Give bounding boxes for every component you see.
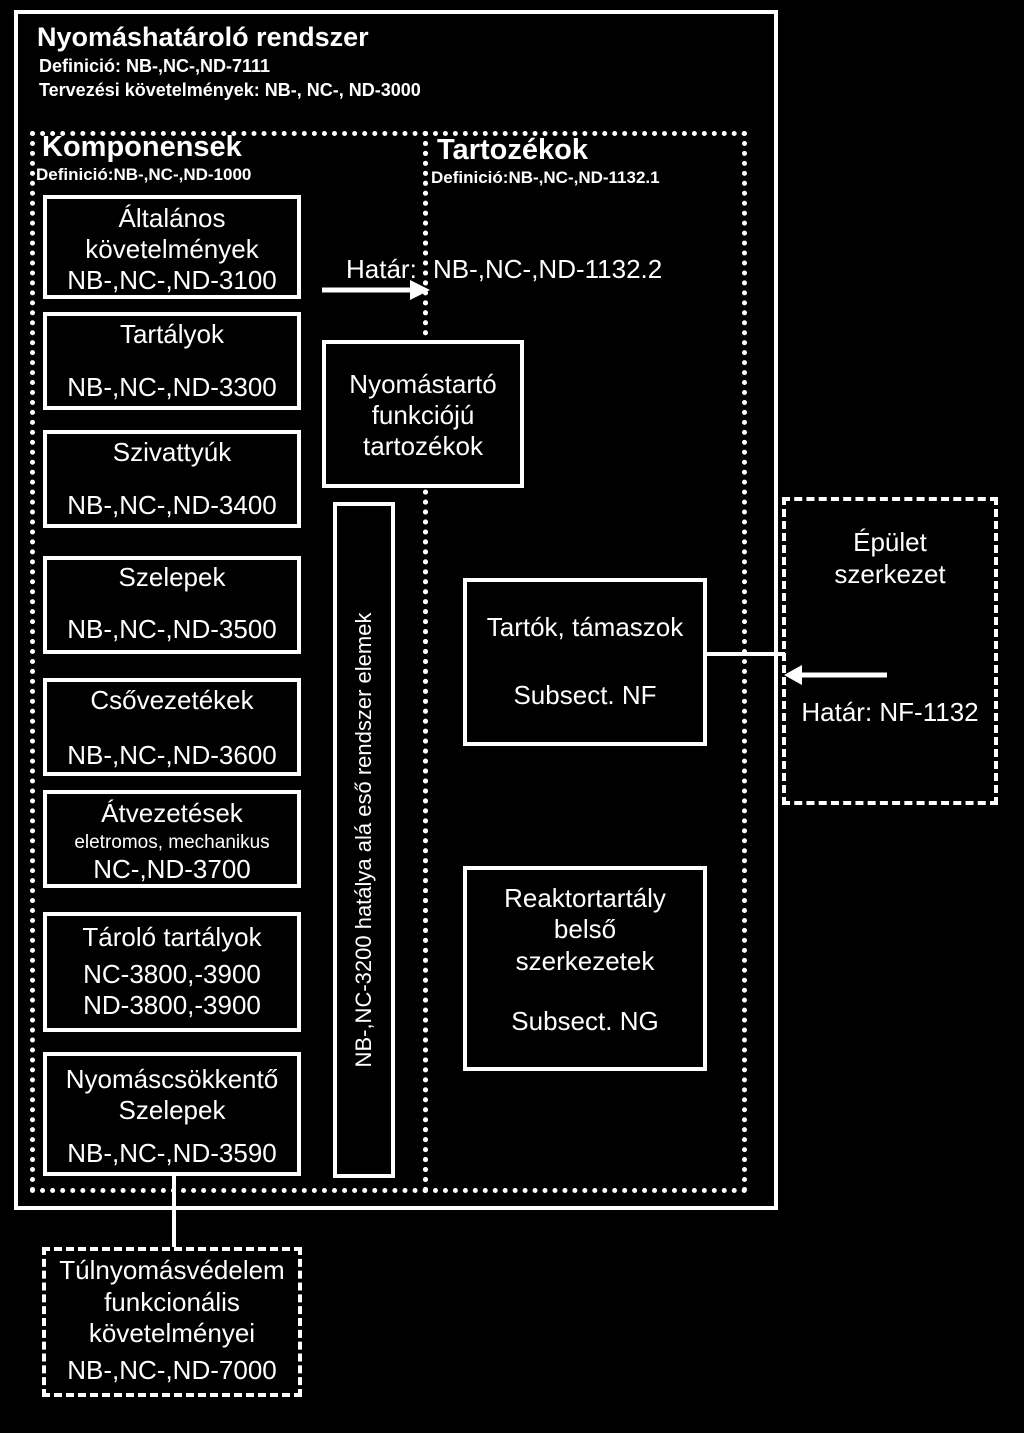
valves-code: NB-,NC-,ND-3500 xyxy=(67,614,277,644)
storage-tanks-code-nc: NC-3800,-3900 xyxy=(83,959,261,989)
supports-subsection: Subsect. NF xyxy=(513,680,657,710)
penetrations-box: Átvezetések eletromos, mechanikus NC-,ND… xyxy=(43,790,301,888)
storage-tanks-box: Tároló tartályok NC-3800,-3900 ND-3800,-… xyxy=(43,912,301,1032)
relief-valves-label1: Nyomáscsökkentő xyxy=(65,1064,279,1094)
building-boundary-label: Határ: NF-1132 xyxy=(801,697,979,727)
overpressure-line2: funkcionális xyxy=(104,1287,240,1317)
general-requirements-code: NB-,NC-,ND-3100 xyxy=(67,265,277,295)
pumps-code: NB-,NC-,ND-3400 xyxy=(67,490,277,520)
accessories-definition: Definició:NB-,NC-,ND-1132.1 xyxy=(431,168,660,187)
building-structure-box xyxy=(782,497,998,805)
vessels-code: NB-,NC-,ND-3300 xyxy=(67,372,277,402)
vessels-label: Tartályok xyxy=(119,319,225,349)
general-requirements-line1: Általános xyxy=(118,203,226,233)
valves-label: Szelepek xyxy=(118,562,226,592)
vertical-scope-box xyxy=(333,502,395,1178)
overpressure-protection-box xyxy=(42,1247,302,1397)
reactor-internals-subsection: Subsect. NG xyxy=(511,1006,659,1036)
piping-label: Csővezetékek xyxy=(90,685,254,715)
reactor-internals-box: Reaktortartály belső szerkezetek Subsect… xyxy=(463,866,707,1071)
accessories-title: Tartozékok xyxy=(437,134,588,166)
storage-tanks-code-nd: ND-3800,-3900 xyxy=(83,990,261,1020)
general-requirements-box: Általános követelmények NB-,NC-,ND-3100 xyxy=(43,195,301,299)
reactor-internals-line3: szerkezetek xyxy=(515,946,655,976)
overpressure-line3: követelményei xyxy=(88,1318,256,1348)
penetrations-label: Átvezetések xyxy=(101,798,243,828)
relief-valves-label2: Szelepek xyxy=(118,1095,226,1125)
supports-label: Tartók, támaszok xyxy=(486,612,684,642)
reactor-internals-line1: Reaktortartály xyxy=(504,883,666,913)
pressure-accessories-line1: Nyomástartó xyxy=(349,369,497,399)
piping-code: NB-,NC-,ND-3600 xyxy=(67,740,277,770)
building-structure-line2: szerkezet xyxy=(834,559,946,589)
overpressure-code: NB-,NC-,ND-7000 xyxy=(67,1355,277,1385)
relief-valves-box: Nyomáscsökkentő Szelepek NB-,NC-,ND-3590 xyxy=(43,1052,301,1176)
valves-box: Szelepek NB-,NC-,ND-3500 xyxy=(43,556,301,654)
pumps-box: Szivattyúk NB-,NC-,ND-3400 xyxy=(43,430,301,528)
accessories-region xyxy=(423,131,747,1193)
overpressure-line1: Túlnyomásvédelem xyxy=(59,1255,285,1285)
building-structure-line1: Épület xyxy=(853,527,927,557)
accessories-boundary-label: Határ: xyxy=(346,254,417,284)
piping-box: Csővezetékek NB-,NC-,ND-3600 xyxy=(43,678,301,776)
components-definition: Definició:NB-,NC-,ND-1000 xyxy=(36,165,252,184)
storage-tanks-label: Tároló tartályok xyxy=(82,922,262,952)
supports-box: Tartók, támaszok Subsect. NF xyxy=(463,578,707,746)
boundary-arrow-head xyxy=(410,280,430,300)
accessories-boundary-code: NB-,NC-,ND-1132.2 xyxy=(433,254,663,284)
relief-valves-code: NB-,NC-,ND-3590 xyxy=(67,1138,277,1168)
vertical-scope-label: NB-,NC-3200 hatálya alá eső rendszer ele… xyxy=(351,612,376,1068)
components-title: Komponensek xyxy=(42,131,242,163)
building-arrow-head xyxy=(784,665,802,685)
pumps-label: Szivattyúk xyxy=(112,437,232,467)
pressure-accessories-line3: tartozékok xyxy=(363,431,483,461)
pressure-retaining-accessories-box: Nyomástartó funkciójú tartozékok xyxy=(322,340,524,488)
general-requirements-line2: követelmények xyxy=(85,234,259,264)
system-definition: Definició: NB-,NC-,ND-7111 xyxy=(39,56,271,76)
vessels-box: Tartályok NB-,NC-,ND-3300 xyxy=(43,312,301,410)
penetrations-subtitle: eletromos, mechanikus xyxy=(74,832,270,853)
penetrations-code: NC-,ND-3700 xyxy=(93,854,251,884)
pressure-boundary-system-box xyxy=(14,10,778,1210)
system-design-requirements: Tervezési követelmények: NB-, NC-, ND-30… xyxy=(39,80,421,100)
system-title: Nyomáshatároló rendszer xyxy=(37,22,369,52)
pressure-accessories-line2: funkciójú xyxy=(371,400,475,430)
reactor-internals-line2: belső xyxy=(553,914,617,944)
